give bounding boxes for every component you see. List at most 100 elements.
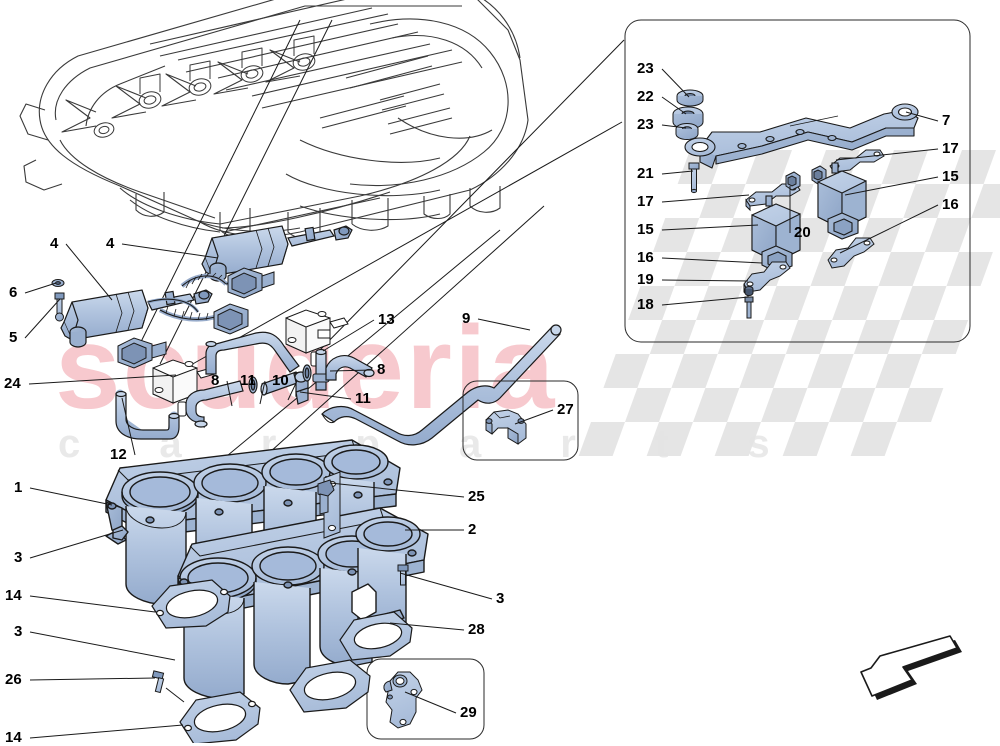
bolt-3-right	[397, 564, 409, 586]
leader-line-1	[29, 487, 113, 506]
callout-label-17: 17	[942, 140, 959, 157]
callout-label-19: 19	[637, 271, 654, 288]
callout-label-8: 8	[377, 361, 386, 378]
vacuum-hose-assembly	[115, 324, 562, 446]
seal-ring-11-right	[302, 364, 312, 382]
leader-line-27	[514, 409, 554, 425]
callout-label-14: 14	[5, 587, 22, 604]
callout-label-24: 24	[4, 375, 21, 392]
clamp-16-left	[743, 261, 791, 298]
leader-line-3	[29, 631, 176, 661]
callout-label-17: 17	[637, 193, 654, 210]
leader-line-7	[905, 111, 939, 122]
orientation-arrow	[860, 635, 962, 700]
wiring-harness	[147, 272, 249, 322]
leader-line-11	[299, 391, 352, 400]
leader-line-15	[661, 224, 759, 231]
callout-label-25: 25	[468, 488, 485, 505]
callout-label-26: 26	[5, 671, 22, 688]
nut-19	[744, 286, 754, 296]
harness-connector-b	[213, 303, 249, 335]
leader-line-3	[399, 572, 493, 600]
leader-line-9	[477, 318, 531, 331]
callout-label-14: 14	[5, 729, 22, 746]
actuator-cylinder-lower	[60, 289, 213, 348]
harness-connector-a	[227, 267, 275, 299]
bolt-21	[688, 162, 700, 194]
callout-label-15: 15	[942, 168, 959, 185]
seal-ring-11-left	[248, 376, 258, 394]
callout-label-18: 18	[637, 296, 654, 313]
callout-label-16: 16	[637, 249, 654, 266]
callout-label-23: 23	[637, 60, 654, 77]
leader-line-21	[661, 170, 694, 175]
leader-line-5	[24, 298, 61, 339]
solenoid-valve-13	[285, 309, 349, 367]
leader-line-29	[404, 691, 457, 714]
callout-label-28: 28	[468, 621, 485, 638]
callout-label-3: 3	[14, 549, 23, 566]
leader-line-14	[29, 595, 156, 613]
leader-line-16	[661, 257, 763, 264]
callout-leaders	[24, 68, 939, 739]
leader-line-15	[844, 176, 939, 196]
callout-label-4: 4	[50, 235, 59, 252]
leader-line-14	[29, 724, 184, 739]
callout-label-6: 6	[9, 284, 18, 301]
washer-6	[51, 279, 65, 287]
upper-right-detail-box	[624, 19, 971, 343]
leader-line-17	[661, 194, 750, 203]
callout-label-27: 27	[557, 401, 574, 418]
callout-label-29: 29	[460, 704, 477, 721]
sensor-15-left	[751, 195, 801, 273]
leader-line-17	[835, 148, 939, 161]
leader-line-4	[121, 243, 219, 259]
callout-label-3: 3	[14, 623, 23, 640]
bracket-29	[383, 671, 423, 729]
leader-line-10	[287, 380, 298, 401]
callout-label-11: 11	[355, 390, 371, 407]
callout-label-22: 22	[637, 88, 654, 105]
leader-line-13	[322, 319, 375, 352]
clamp-16-right	[827, 237, 875, 269]
leader-line-28	[389, 622, 465, 631]
gasket-14-upper	[151, 579, 231, 629]
leader-line-16	[839, 204, 939, 254]
leader-line-25	[329, 482, 465, 498]
callout-label-2: 2	[468, 521, 477, 538]
leader-line-26	[29, 677, 156, 681]
callout-label-3: 3	[496, 590, 505, 607]
harness-connector-c	[117, 337, 167, 369]
gasket-14-mid	[289, 659, 371, 713]
leader-line-3	[29, 529, 124, 559]
bolt-26	[151, 670, 185, 703]
callout-label-4: 4	[106, 235, 115, 252]
leader-line-22	[661, 96, 687, 115]
callout-label-11: 11	[240, 372, 256, 389]
gasket-14-lower	[179, 691, 261, 743]
callout-label-21: 21	[637, 165, 654, 182]
washer-bushing-stack	[672, 89, 704, 140]
leader-line-12	[121, 397, 136, 456]
callout-label-20: 20	[794, 224, 811, 241]
leader-line-8	[329, 369, 374, 372]
callout-label-9: 9	[462, 310, 471, 327]
actuator-cylinder-upper	[201, 225, 353, 282]
leader-line-4	[65, 243, 113, 301]
throttle-linkage-25	[317, 471, 341, 539]
callout-label-10: 10	[272, 372, 289, 389]
callout-label-5: 5	[9, 329, 18, 346]
leader-line-6	[24, 282, 57, 294]
intake-manifold-cover-outline	[19, 0, 529, 239]
callout-label-12: 12	[110, 446, 127, 463]
stud-5	[54, 292, 65, 322]
leader-line-18	[661, 296, 750, 306]
support-bracket-7	[684, 103, 919, 169]
leader-line-19	[661, 279, 749, 282]
callout-label-8: 8	[211, 372, 220, 389]
bracket-27	[485, 409, 527, 445]
leader-line-11	[259, 380, 266, 405]
leader-line-23	[661, 124, 687, 129]
callout-label-7: 7	[942, 112, 951, 129]
